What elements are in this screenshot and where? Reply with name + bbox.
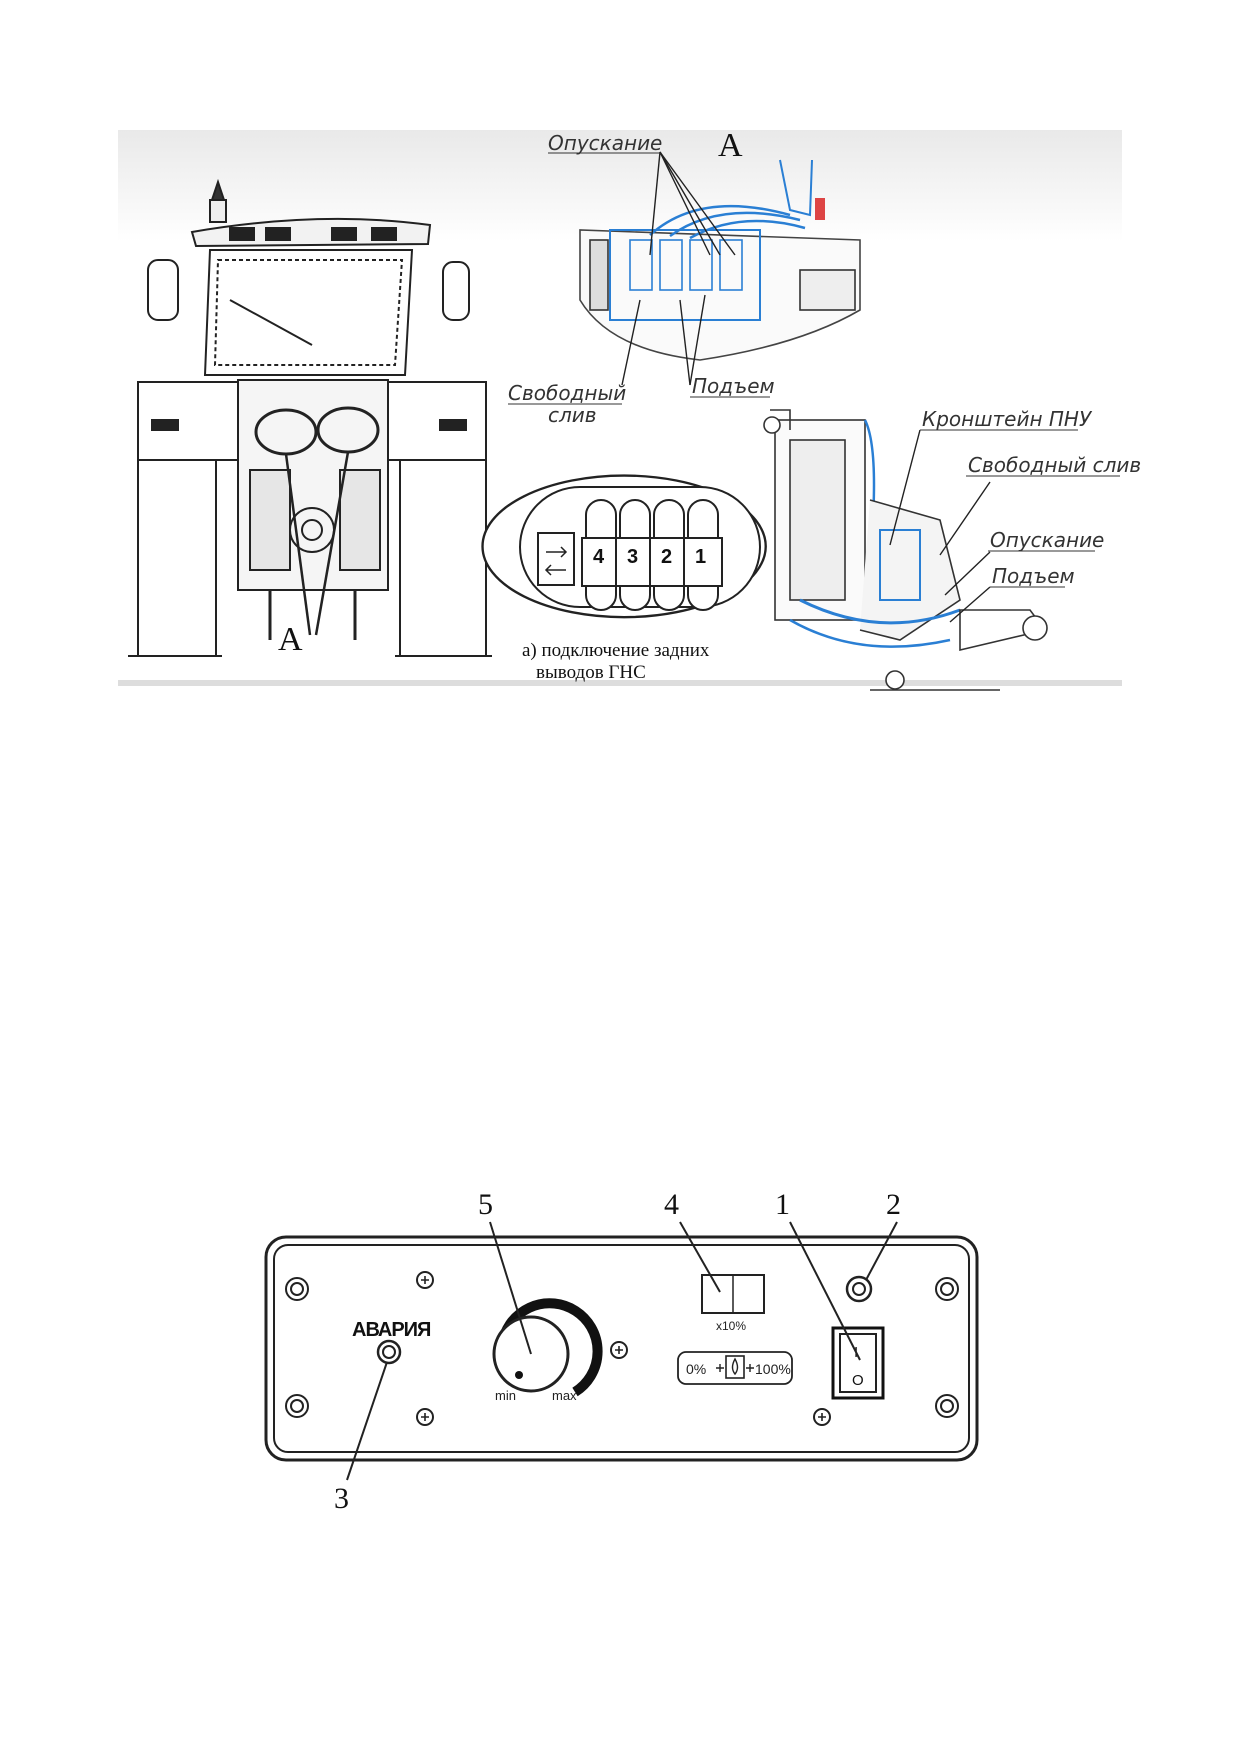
label-free-drain-line1: Свободный — [508, 381, 626, 405]
tractor-rear-view — [128, 178, 492, 657]
indicator-lamp[interactable] — [845, 1275, 873, 1303]
bracket-assembly-drawing — [763, 409, 1048, 691]
outlet-number-2: 2 — [661, 546, 672, 568]
label-lift-top: Подъем — [692, 374, 775, 398]
outlet-number-1: 1 — [695, 546, 706, 568]
gauge-legend — [677, 1351, 793, 1385]
outlet-number-4: 4 — [593, 546, 605, 568]
mounting-holes — [285, 1277, 959, 1418]
hydraulic-figure: А Опускание А Свободный — [118, 127, 1141, 691]
percent-display — [701, 1274, 765, 1314]
knob-min-label: min — [495, 1388, 516, 1403]
gauge-label-zero: 0% — [686, 1361, 706, 1377]
control-panel-figure: АВАРИЯ 3 min max 5 x10% 4 — [264, 1188, 979, 1515]
callout-3: 3 — [334, 1482, 349, 1515]
screws — [416, 1271, 831, 1426]
callout-1-leader — [789, 1221, 861, 1361]
panel-inner-frame — [273, 1244, 970, 1453]
callout-1: 1 — [775, 1188, 790, 1221]
callout-5: 5 — [478, 1188, 493, 1221]
outlet-number-3: 3 — [627, 546, 638, 568]
callout-5-leader — [489, 1221, 532, 1355]
view-marker-a-lower: А — [278, 621, 303, 658]
callout-4-leader — [679, 1221, 721, 1293]
display-unit-label: x10% — [716, 1319, 746, 1333]
alarm-label: АВАРИЯ — [352, 1319, 431, 1341]
caption-line-2: выводов ГНС — [536, 662, 646, 683]
label-lift-right: Подъем — [992, 564, 1075, 588]
label-bracket: Кронштейн ПНУ — [922, 407, 1093, 431]
callout-3-leader — [346, 1361, 388, 1481]
power-switch[interactable] — [831, 1326, 885, 1400]
view-marker-a-upper: А — [718, 127, 743, 164]
knob-max-label: max — [552, 1388, 577, 1403]
caption-line-1: а) подключение задних — [522, 640, 710, 661]
callout-2-leader — [865, 1221, 898, 1281]
callout-4: 4 — [664, 1188, 679, 1221]
alarm-lamp[interactable] — [376, 1339, 402, 1365]
label-lowering-right: Опускание — [990, 528, 1104, 552]
gauge-label-full: 100% — [755, 1361, 791, 1377]
callout-2: 2 — [886, 1188, 901, 1221]
label-free-drain-right: Свободный слив — [968, 453, 1141, 477]
switch-off-mark: O — [852, 1372, 864, 1389]
label-lowering-top: Опускание — [548, 131, 662, 155]
outlet-plate-diagram: 4 3 2 1 — [481, 474, 767, 619]
valve-assembly-drawing — [579, 151, 861, 386]
label-free-drain-line2: слив — [548, 403, 597, 427]
